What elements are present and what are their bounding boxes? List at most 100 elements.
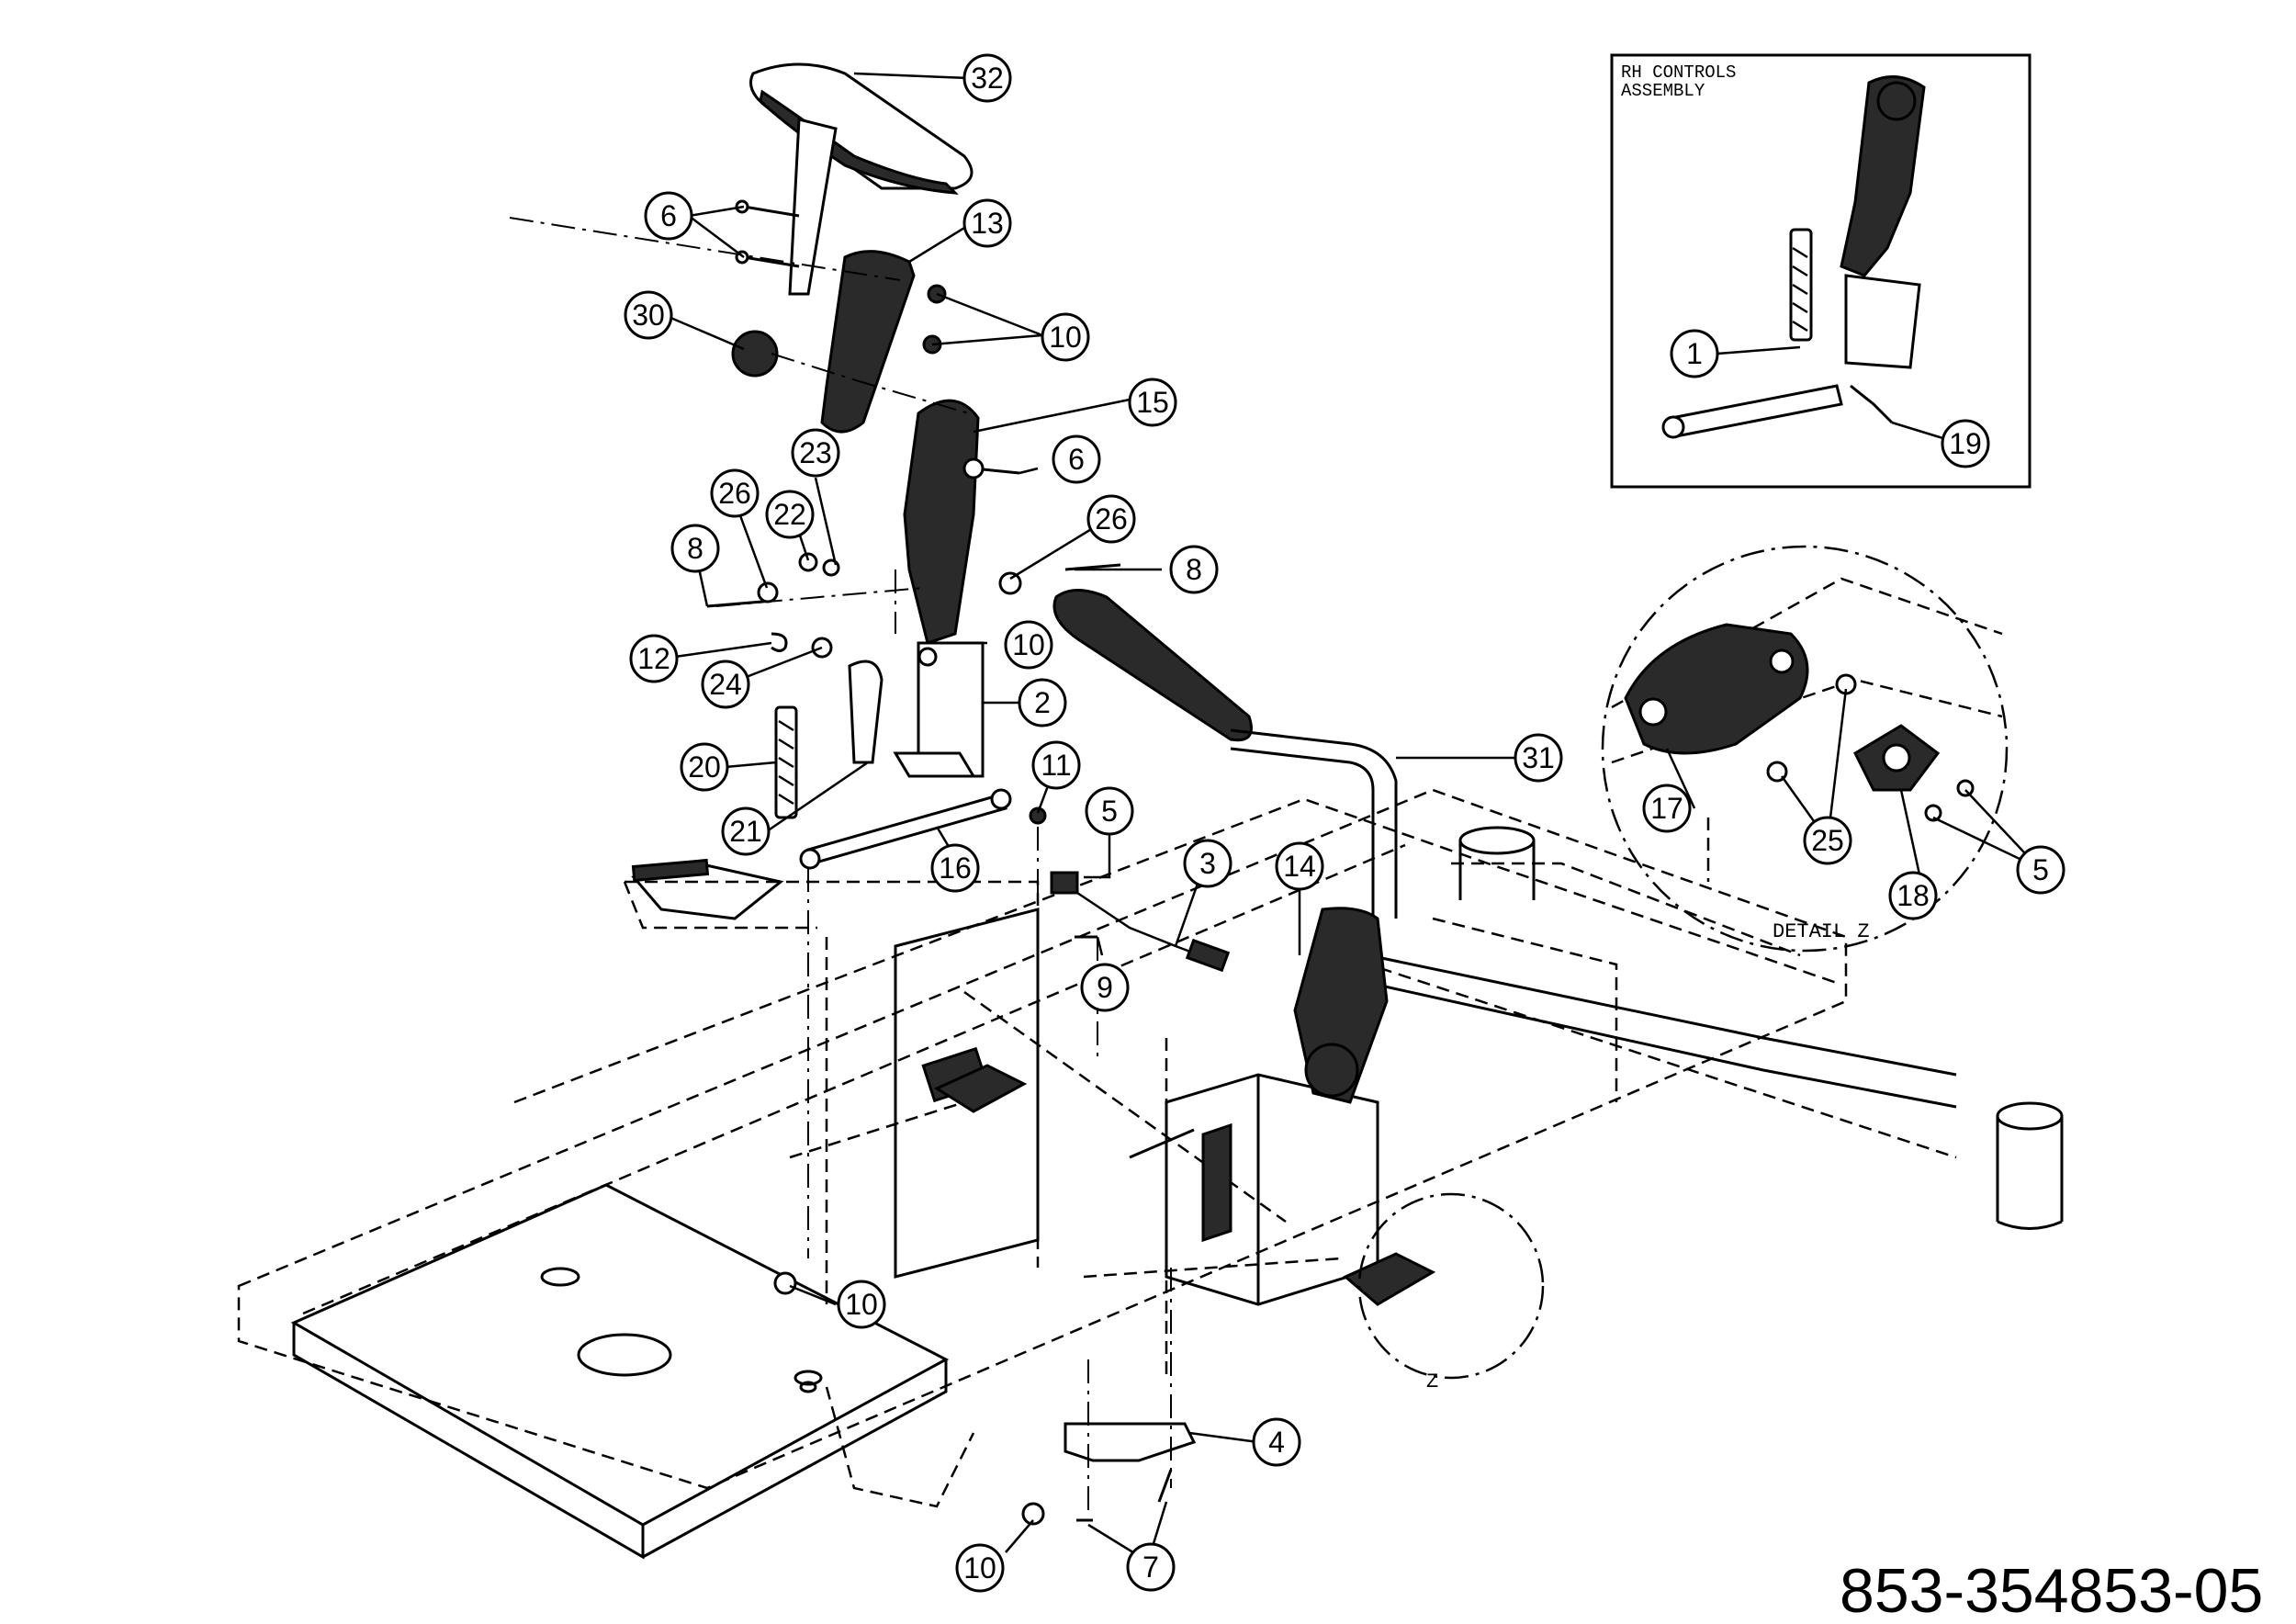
svg-text:25: 25 (1811, 824, 1844, 857)
callout-10-c: 10 (837, 1280, 886, 1329)
lh-mount-bracket (893, 641, 985, 778)
inset-title-line2: ASSEMBLY (1621, 81, 1705, 101)
detail-z-marker: Z (1426, 1370, 1438, 1393)
callout-8-b: 8 (1169, 545, 1219, 594)
floor-pan (290, 1183, 950, 1560)
torsion-spring (848, 660, 884, 764)
callout-26-b: 26 (1086, 494, 1136, 544)
callout-5-b: 5 (2016, 845, 2065, 895)
svg-text:5: 5 (1101, 795, 1118, 828)
lh-lever-arm (903, 399, 980, 645)
rh-mounting-plate (1343, 1252, 1436, 1306)
callout-11: 11 (1031, 740, 1081, 790)
callout-13: 13 (962, 198, 1012, 248)
detail-bearing (1853, 724, 1941, 792)
inset-title-line1: RH CONTROLS (1621, 62, 1736, 83)
callout-5: 5 (1085, 786, 1134, 836)
callouts: 32 6 13 10 30 15 23 6 26 22 26 8 8 12 10… (624, 53, 2065, 1593)
svg-text:30: 30 (632, 299, 665, 332)
svg-text:22: 22 (773, 498, 806, 531)
hardware (706, 199, 1173, 1526)
rh-controls-inset: RH CONTROLS ASSEMBLY (1610, 53, 2032, 489)
svg-text:18: 18 (1896, 879, 1930, 912)
svg-text:23: 23 (799, 436, 832, 469)
callout-23: 23 (791, 428, 840, 478)
svg-text:6: 6 (1068, 443, 1085, 476)
callout-25: 25 (1803, 816, 1852, 865)
callout-30: 30 (624, 290, 673, 340)
callout-6-b: 6 (1052, 434, 1101, 484)
callout-31: 31 (1514, 733, 1563, 783)
svg-text:4: 4 (1268, 1426, 1285, 1459)
detail-label: DETAIL Z (1773, 920, 1870, 943)
lh-mounting-plate (933, 1064, 1028, 1113)
svg-text:24: 24 (709, 668, 742, 701)
left-control-tower (894, 908, 1195, 1279)
callout-21: 21 (721, 806, 771, 856)
rh-handle-bar (1052, 589, 1398, 919)
rh-lever-arm (1293, 907, 1389, 1104)
lower-bracket (1064, 1422, 1197, 1462)
callout-8: 8 (670, 524, 720, 573)
callout-6: 6 (644, 191, 693, 241)
damper (799, 788, 1012, 870)
svg-text:8: 8 (1186, 553, 1202, 586)
callout-4: 4 (1252, 1417, 1301, 1467)
callout-10-b: 10 (1004, 620, 1053, 670)
svg-text:16: 16 (939, 851, 972, 885)
detail-plate (1624, 623, 1809, 755)
svg-text:32: 32 (971, 62, 1004, 95)
svg-text:5: 5 (2032, 853, 2049, 886)
svg-text:2: 2 (1034, 686, 1051, 719)
callout-2: 2 (1018, 678, 1067, 727)
svg-text:3: 3 (1199, 847, 1216, 880)
callout-14: 14 (1275, 841, 1324, 891)
svg-text:26: 26 (718, 477, 751, 510)
lh-lever-cover (820, 250, 916, 434)
inset-lever-drawing (1661, 75, 1926, 439)
left-seat-mount (631, 858, 784, 920)
svg-text:10: 10 (1049, 321, 1082, 354)
svg-text:12: 12 (637, 642, 670, 675)
svg-text:11: 11 (1041, 749, 1071, 782)
svg-text:9: 9 (1097, 971, 1113, 1004)
svg-text:13: 13 (971, 207, 1004, 240)
callout-7: 7 (1126, 1542, 1176, 1592)
control-cable (1050, 871, 1231, 973)
callout-20: 20 (680, 742, 729, 792)
callout-9: 9 (1080, 963, 1130, 1012)
callout-26: 26 (710, 468, 760, 518)
svg-text:1: 1 (1686, 337, 1703, 370)
callout-15: 15 (1128, 378, 1177, 427)
extension-spring (774, 705, 798, 819)
svg-text:31: 31 (1522, 741, 1555, 774)
svg-text:6: 6 (660, 199, 677, 232)
svg-text:26: 26 (1095, 502, 1128, 536)
svg-text:21: 21 (729, 815, 762, 848)
svg-text:10: 10 (845, 1288, 878, 1321)
callout-1: 1 (1670, 329, 1719, 378)
svg-text:10: 10 (963, 1551, 996, 1585)
document-number: 853-354853-05 (1840, 1556, 2263, 1624)
callout-10: 10 (1041, 312, 1090, 362)
right-control-tower (1165, 1073, 1379, 1306)
svg-text:17: 17 (1650, 792, 1683, 825)
callout-18: 18 (1888, 871, 1938, 920)
svg-text:19: 19 (1949, 427, 1982, 460)
lh-handle-grip (749, 62, 974, 296)
assembly-lines (509, 217, 1172, 1516)
svg-text:7: 7 (1142, 1551, 1159, 1584)
svg-text:10: 10 (1012, 628, 1045, 661)
knob (731, 330, 779, 378)
chassis-frame (237, 788, 1957, 1508)
callout-12: 12 (629, 634, 679, 683)
detail-z-reference: Z (1357, 1192, 1545, 1393)
svg-text:14: 14 (1283, 850, 1316, 883)
rear-frame-tube (1367, 826, 2064, 1230)
callout-17: 17 (1642, 784, 1692, 833)
svg-text:20: 20 (688, 750, 721, 784)
callout-32: 32 (962, 53, 1012, 103)
callout-22: 22 (765, 490, 815, 539)
callout-16: 16 (930, 843, 980, 893)
